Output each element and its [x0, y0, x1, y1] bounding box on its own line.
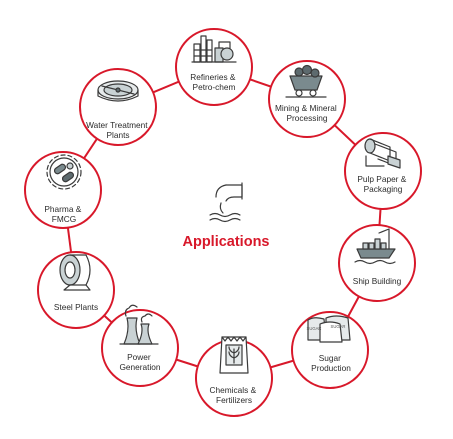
paper-roll-icon	[364, 138, 401, 169]
node-label-chemicals: Chemicals & Fertilizers	[210, 385, 259, 405]
cooling-tower-icon	[119, 304, 159, 345]
node-circle-pulp	[344, 132, 422, 210]
node-circle-pharma	[24, 151, 102, 229]
svg-text:SUGAR: SUGAR	[331, 324, 346, 329]
mining-cart-icon	[285, 64, 327, 98]
node-label-pulp: Pulp Paper & Packaging	[357, 174, 408, 194]
ship-icon	[354, 228, 396, 265]
node-label-steel: Steel Plants	[54, 302, 98, 312]
center-label: Applications	[182, 234, 269, 250]
node-label-power: Power Generation	[119, 352, 160, 372]
node-circle-refineries	[175, 28, 253, 106]
pipe-discharge-icon	[209, 182, 243, 223]
clarifier-icon	[97, 80, 139, 102]
node-circle-mining	[268, 60, 346, 138]
node-label-ship: Ship Building	[353, 276, 402, 286]
node-label-refineries: Refineries & Petro-chem	[190, 72, 238, 92]
node-circle-ship	[338, 224, 416, 302]
node-label-water: Water Treatment Plants	[86, 120, 150, 140]
svg-text:SUGAR: SUGAR	[307, 326, 322, 331]
pills-gear-icon	[46, 154, 82, 190]
node-label-pharma: Pharma & FMCG	[44, 204, 83, 224]
node-circle-power	[101, 309, 179, 387]
fertilizer-bag-icon	[219, 336, 249, 374]
steel-coil-icon	[59, 254, 91, 291]
node-label-sugar: Sugar Production	[311, 353, 351, 373]
refinery-icon	[191, 35, 237, 63]
sugar-sacks-icon: SUGAR SUGAR	[307, 315, 351, 343]
node-label-mining: Mining & Mineral Processing	[275, 103, 339, 123]
